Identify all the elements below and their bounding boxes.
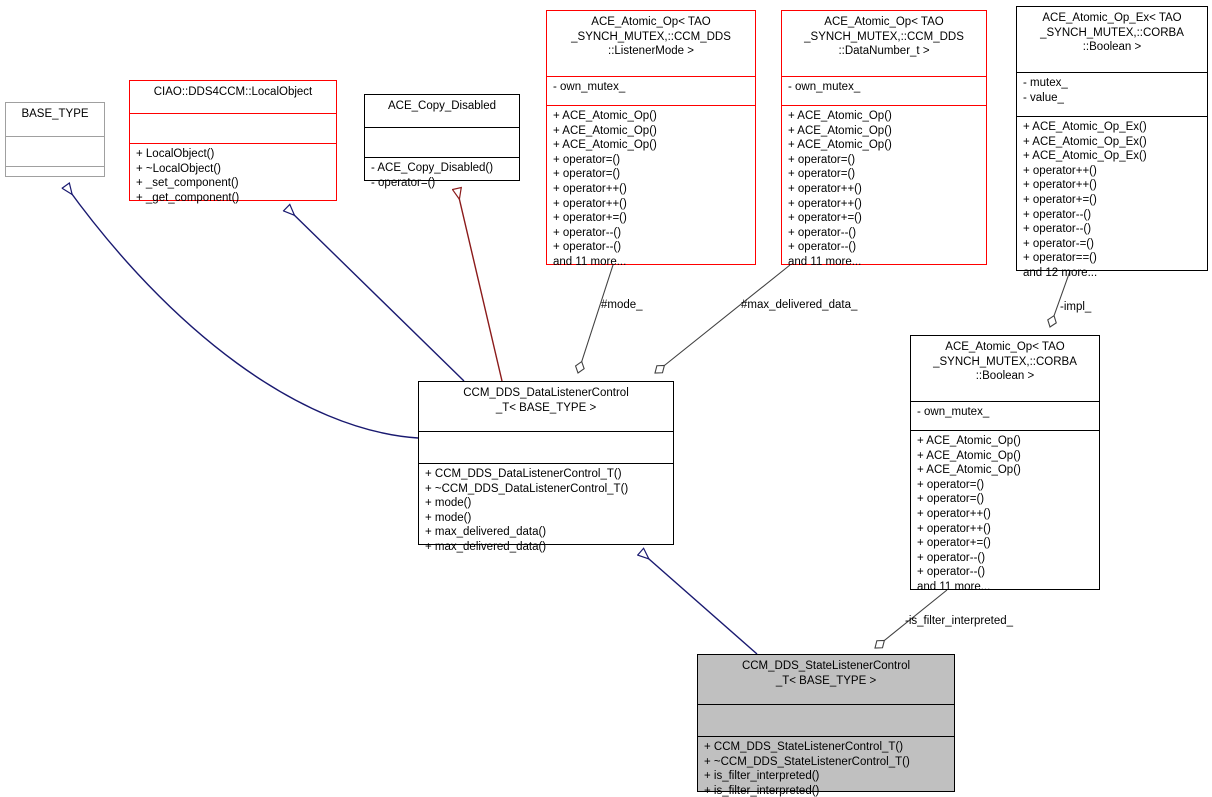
- class-operations-ace-atomic-op-ex-boolean: + ACE_Atomic_Op_Ex() + ACE_Atomic_Op_Ex(…: [1023, 121, 1147, 279]
- edge-inherit-base-type: [66, 186, 419, 439]
- edge-label-max-delivered-data: #max_delivered_data_: [741, 299, 858, 311]
- class-box-ace-atomic-op-listenermode[interactable]: ACE_Atomic_Op< TAO _SYNCH_MUTEX,::CCM_DD…: [546, 10, 756, 268]
- edge-inherit-localobject: [287, 208, 465, 382]
- class-divider: [6, 136, 104, 137]
- class-box-ace-atomic-op-datanumber[interactable]: ACE_Atomic_Op< TAO _SYNCH_MUTEX,::CCM_DD…: [781, 10, 987, 268]
- class-operations-ace-atomic-op-listenermode: + ACE_Atomic_Op() + ACE_Atomic_Op() + AC…: [553, 110, 657, 268]
- class-title-ace-copy-disabled: ACE_Copy_Disabled: [387, 100, 497, 112]
- class-box-ciao-dds4ccm-localobject[interactable]: CIAO::DDS4CCM::LocalObject + LocalObject…: [129, 80, 337, 204]
- class-divider: [365, 127, 519, 128]
- edge-label-mode: #mode_: [601, 299, 643, 311]
- class-box-ace-atomic-op-corba-boolean[interactable]: ACE_Atomic_Op< TAO _SYNCH_MUTEX,::CORBA …: [910, 335, 1100, 593]
- class-box-ace-atomic-op-ex-boolean[interactable]: ACE_Atomic_Op_Ex< TAO _SYNCH_MUTEX,::COR…: [1016, 6, 1208, 279]
- class-divider: [698, 704, 954, 705]
- class-divider: [547, 76, 755, 77]
- class-title-ccm-dds-statelistenercontrol-t: CCM_DDS_StateListenerControl _T< BASE_TY…: [741, 660, 911, 687]
- edge-label-impl: -impl_: [1060, 301, 1092, 313]
- edge-inherit-copy-disabled: [457, 189, 503, 382]
- class-title-ccm-dds-datalistenercontrol-t: CCM_DDS_DataListenerControl _T< BASE_TYP…: [463, 387, 629, 414]
- class-title-ace-atomic-op-corba-boolean: ACE_Atomic_Op< TAO _SYNCH_MUTEX,::CORBA …: [933, 341, 1077, 383]
- edge-aggregation-max-delivered-data: [654, 264, 791, 374]
- class-title-ciao-dds4ccm-localobject: CIAO::DDS4CCM::LocalObject: [153, 86, 313, 98]
- class-title-ace-atomic-op-ex-boolean: ACE_Atomic_Op_Ex< TAO _SYNCH_MUTEX,::COR…: [1040, 12, 1184, 54]
- class-operations-ciao-dds4ccm-localobject: + LocalObject() + ~LocalObject() + _set_…: [136, 148, 240, 204]
- class-operations-ccm-dds-statelistenercontrol-t: + CCM_DDS_StateListenerControl_T() + ~CC…: [704, 741, 910, 797]
- class-operations-ace-atomic-op-corba-boolean: + ACE_Atomic_Op() + ACE_Atomic_Op() + AC…: [917, 435, 1021, 593]
- class-title-ace-atomic-op-datanumber: ACE_Atomic_Op< TAO _SYNCH_MUTEX,::CCM_DD…: [804, 16, 964, 58]
- class-attributes-ace-atomic-op-ex-boolean: - mutex_ - value_: [1023, 77, 1068, 104]
- class-divider: [130, 113, 336, 114]
- class-divider: [911, 430, 1099, 431]
- edge-inherit-datalistenercontrol: [641, 552, 758, 655]
- class-divider: [6, 166, 104, 167]
- class-attributes-ace-copy-disabled: [365, 128, 519, 157]
- edge-label-is-filter-interpreted: -is_filter_interpreted_: [905, 615, 1014, 627]
- class-divider: [1017, 72, 1207, 73]
- class-attributes-ace-atomic-op-datanumber: - own_mutex_: [788, 81, 861, 93]
- class-box-ccm-dds-datalistenercontrol-t[interactable]: CCM_DDS_DataListenerControl _T< BASE_TYP…: [418, 381, 674, 553]
- class-divider: [698, 736, 954, 737]
- class-divider: [547, 105, 755, 106]
- class-divider: [1017, 116, 1207, 117]
- class-divider: [419, 431, 673, 432]
- class-title-ace-atomic-op-listenermode: ACE_Atomic_Op< TAO _SYNCH_MUTEX,::CCM_DD…: [571, 16, 731, 58]
- class-box-ace-copy-disabled[interactable]: ACE_Copy_Disabled - ACE_Copy_Disabled() …: [364, 94, 520, 189]
- class-operations-ace-copy-disabled: - ACE_Copy_Disabled() - operator=(): [371, 162, 494, 189]
- class-operations-ace-atomic-op-datanumber: + ACE_Atomic_Op() + ACE_Atomic_Op() + AC…: [788, 110, 892, 268]
- class-operations-ccm-dds-datalistenercontrol-t: + CCM_DDS_DataListenerControl_T() + ~CCM…: [425, 468, 629, 553]
- class-attributes-ciao-dds4ccm-localobject: [130, 114, 336, 143]
- class-title-base-type: BASE_TYPE: [21, 108, 89, 120]
- class-divider: [782, 76, 986, 77]
- class-attributes-base-type: [6, 137, 104, 166]
- class-attributes-ace-atomic-op-corba-boolean: - own_mutex_: [917, 406, 990, 418]
- class-divider: [365, 157, 519, 158]
- class-attributes-ace-atomic-op-listenermode: - own_mutex_: [553, 81, 626, 93]
- class-attributes-ccm-dds-statelistenercontrol-t: [698, 705, 954, 736]
- class-box-base-type[interactable]: BASE_TYPE: [5, 102, 105, 177]
- edge-aggregation-mode: [574, 264, 614, 374]
- class-attributes-ccm-dds-datalistenercontrol-t: [419, 432, 673, 463]
- class-box-ccm-dds-statelistenercontrol-t[interactable]: CCM_DDS_StateListenerControl _T< BASE_TY…: [697, 654, 955, 797]
- class-operations-base-type: [6, 167, 104, 196]
- class-divider: [911, 401, 1099, 402]
- class-divider: [419, 463, 673, 464]
- class-divider: [130, 143, 336, 144]
- class-divider: [782, 105, 986, 106]
